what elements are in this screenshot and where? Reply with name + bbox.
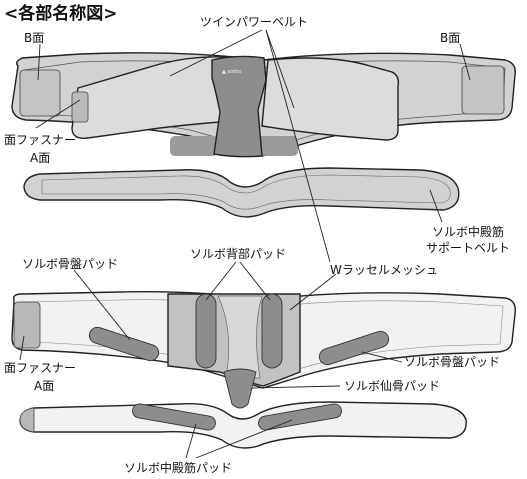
pelvis-pad-left (88, 326, 160, 362)
strap-left (71, 91, 89, 123)
pelvis-pad-right (318, 330, 390, 366)
glute-pad-belt (19, 401, 467, 449)
leader-pelvis-left (73, 269, 131, 341)
back-pad-right (261, 293, 283, 369)
label-a-face-top: A面 (30, 151, 50, 165)
label-b-face-right: B面 (440, 31, 460, 45)
sacrum-pad (223, 368, 257, 409)
label-w-russel-mesh: Wラッセルメッシュ (330, 263, 438, 277)
leader-fastener-top (35, 99, 81, 129)
leader-fastener-bottom (19, 335, 25, 361)
twin-power-belt-right (261, 57, 400, 141)
leader-pelvis-right (361, 351, 403, 363)
leader-b-face-left (37, 43, 41, 81)
top-fastener-right (461, 65, 505, 115)
leader-glute-pad-1 (185, 423, 197, 459)
label-face-fastener-top: 面ファスナー (4, 133, 76, 147)
label-b-face-left: B面 (24, 31, 44, 45)
leader-twin-left (169, 29, 263, 77)
leader-glute-support (429, 189, 443, 223)
bottom-fastener-left (13, 301, 41, 349)
top-belt-view: ▲ sorbo (11, 52, 516, 158)
label-back-pad: ソルボ背部パッド (190, 246, 286, 261)
glute-pad-right (258, 403, 342, 431)
leader-back-pad-1 (205, 261, 237, 301)
leader-sacrum (251, 385, 341, 389)
leader-back-pad-2 (239, 261, 271, 301)
top-fastener-left (19, 69, 61, 117)
label-glute-support-belt-2: サポートベルト (426, 241, 510, 255)
glute-support-belt-inner (41, 174, 451, 210)
glute-pad-belt-tip (19, 407, 35, 433)
glute-pad-left (132, 403, 216, 431)
label-face-fastener-bottom: 面ファスナー (4, 361, 76, 375)
top-center-panel (211, 55, 267, 158)
bottom-belt-view (11, 290, 516, 409)
leader-twin-right (265, 29, 295, 109)
label-glute-support-belt-1: ソルボ中殿筋 (432, 224, 504, 239)
diagram-title: <各部名称図> (4, 3, 118, 24)
label-sacrum-pad: ソルボ仙骨パッド (344, 379, 440, 393)
label-pelvis-pad-right: ソルボ骨盤パッド (404, 355, 500, 369)
brand-logo-icon: ▲ sorbo (222, 69, 241, 75)
leader-glute-pad-2 (195, 419, 293, 459)
back-pad-left (195, 293, 217, 369)
center-mesh-inner (217, 295, 263, 379)
glute-support-belt (23, 167, 460, 218)
leader-twin-long (265, 29, 331, 263)
label-glute-pad: ソルボ中殿筋パッド (124, 460, 232, 475)
label-twin-power-belt: ツインパワーベルト (200, 15, 308, 29)
leader-mesh (289, 273, 337, 311)
top-shadow-pad-left (170, 136, 218, 156)
label-a-face-bottom: A面 (34, 379, 54, 393)
label-pelvis-pad-left: ソルボ骨盤パッド (22, 257, 118, 271)
twin-power-belt-left (71, 56, 253, 139)
leader-b-face-right (459, 43, 471, 81)
